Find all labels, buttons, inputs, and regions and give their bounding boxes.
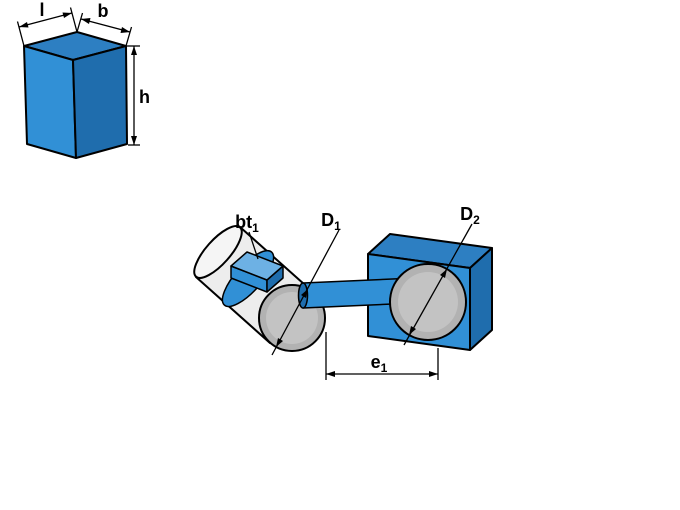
dim-d2-line xyxy=(403,223,473,346)
label-d2-sub: 2 xyxy=(473,213,480,227)
dim-l-arrow-right xyxy=(62,12,72,18)
dim-b-arrow-right xyxy=(120,27,130,33)
dim-b-extension-left xyxy=(76,12,84,33)
label-b: b xyxy=(98,1,109,21)
label-l-text: l xyxy=(39,0,44,20)
label-d1-main: D xyxy=(321,210,334,230)
dimension-key: bt1 xyxy=(235,212,259,260)
label-e1: e1 xyxy=(371,352,388,375)
dim-l-arrow-left xyxy=(19,22,29,28)
dim-e1-arrow-right xyxy=(429,371,438,377)
dim-h-arrow-top xyxy=(131,46,137,55)
dimension-b: b xyxy=(76,1,133,47)
label-d1-sub: 1 xyxy=(334,219,341,233)
dimension-d1: D1 xyxy=(271,210,341,356)
dim-e1-arrow-left xyxy=(326,371,335,377)
dim-d2-arrow-upper xyxy=(440,269,447,278)
label-h-text: h xyxy=(139,87,150,107)
key-leader-line xyxy=(248,231,259,260)
block-right-face xyxy=(72,45,128,159)
block-front-face xyxy=(23,45,77,159)
label-l: l xyxy=(39,0,44,20)
label-e1-sub: 1 xyxy=(381,361,388,375)
dim-l-extension-left xyxy=(16,21,25,47)
label-e1-main: e xyxy=(371,352,381,372)
dim-d1-arrow-lower xyxy=(276,338,283,347)
dimension-d2: D2 xyxy=(403,204,480,346)
label-b-text: b xyxy=(98,1,109,21)
dimension-l: l xyxy=(16,0,78,47)
dim-l-extension-right xyxy=(69,7,78,33)
dim-h-arrow-bottom xyxy=(131,136,137,145)
label-d2-main: D xyxy=(460,204,473,224)
dim-l-line xyxy=(18,12,73,28)
label-key-main: bt xyxy=(235,212,252,232)
label-h: h xyxy=(139,87,150,107)
label-key-sub: 1 xyxy=(252,221,259,235)
dim-b-arrow-left xyxy=(81,18,91,24)
label-d2: D2 xyxy=(460,204,480,227)
dimension-h: h xyxy=(127,45,150,146)
dimension-e1: e1 xyxy=(325,332,439,380)
block-cuboid xyxy=(23,31,128,159)
dim-b-extension-right xyxy=(125,26,133,47)
label-d1: D1 xyxy=(321,210,341,233)
key-top-face xyxy=(230,251,284,281)
label-key: bt1 xyxy=(235,212,259,235)
dim-d1-arrow-upper xyxy=(301,289,308,298)
dim-d2-arrow-lower xyxy=(409,326,416,335)
cylinder-left-end-cap xyxy=(193,225,243,279)
